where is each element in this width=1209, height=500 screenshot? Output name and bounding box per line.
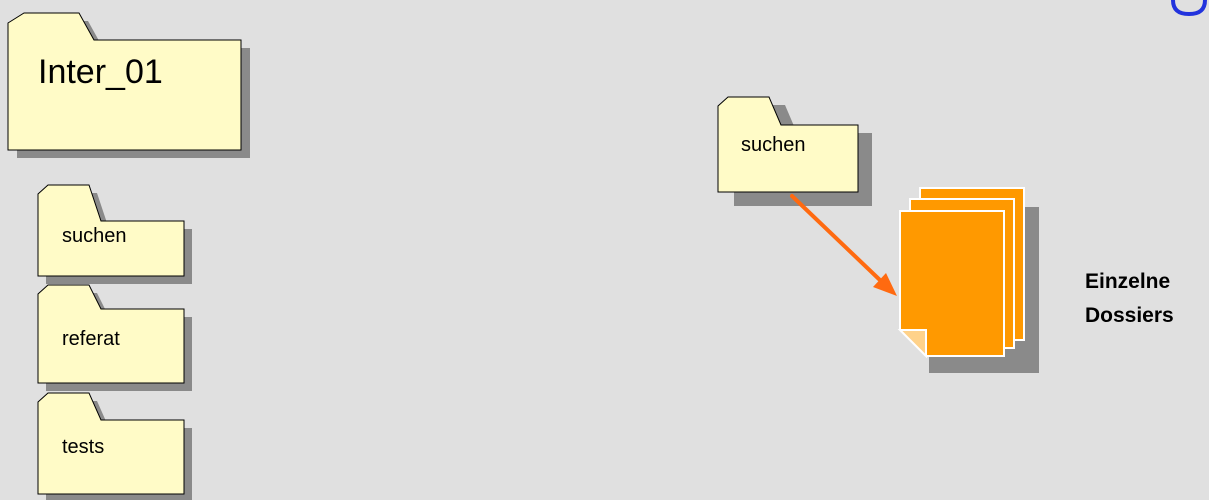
folder-suchen-right[interactable] [717,96,872,206]
folder-inter-01[interactable] [7,12,250,158]
folder-suchen-left[interactable] [37,184,192,284]
folder-referat-left[interactable] [37,284,192,391]
folder-icon [37,392,185,495]
folder-icon [37,184,185,277]
arrow-folder-to-dossiers [790,194,897,296]
document-dog-ear [897,329,927,359]
folder-label-suchen-right: suchen [741,134,806,156]
document-page-front [899,210,1005,357]
document-stack[interactable] [897,187,1039,373]
dossiers-label-line-2: Dossiers [1085,304,1174,327]
folder-label-tests: tests [62,436,105,458]
folder-label-suchen-left: suchen [62,225,127,247]
corner-glyph-partial [1171,0,1207,16]
dossiers-label-line-1: Einzelne [1085,270,1171,293]
folder-tests-left[interactable] [37,392,192,500]
arrowhead [873,273,897,296]
folder-label-inter-01: Inter_01 [38,53,163,91]
folder-icon [7,12,242,151]
folder-label-referat: referat [62,328,120,350]
folder-icon [37,284,185,384]
folder-icon [717,96,859,193]
